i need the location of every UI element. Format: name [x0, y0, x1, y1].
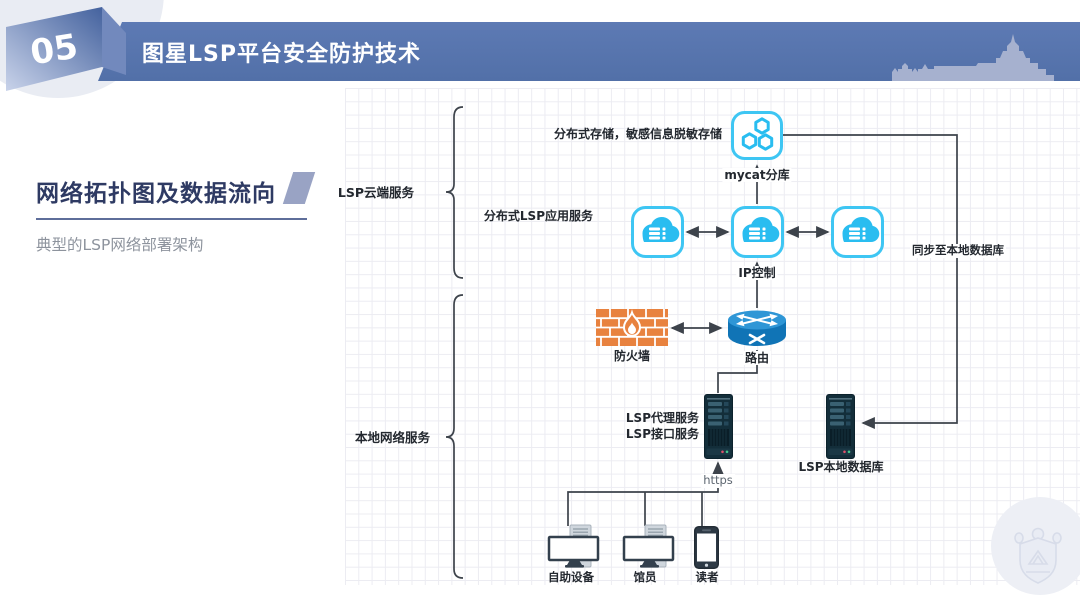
slide-title: 图星LSP平台安全防护技术: [142, 41, 421, 67]
smartphone-icon: [694, 526, 719, 569]
ip-control-label: IP控制: [736, 266, 778, 281]
group-cloud-label: LSP云端服务: [337, 185, 414, 200]
router-icon: [728, 310, 786, 346]
section-subtitle: 典型的LSP网络部署架构: [36, 236, 204, 254]
librarian-label: 馆员: [633, 570, 657, 584]
cloud-server-icon: [631, 206, 684, 258]
local-db-label: LSP本地数据库: [798, 460, 884, 474]
section-heading: 网络拓扑图及数据流向: [36, 181, 276, 207]
city-skyline-icon: [892, 34, 1054, 81]
database-server-icon: [826, 394, 855, 459]
firewall-label: 防火墙: [613, 349, 651, 363]
sync-label: 同步至本地数据库: [910, 243, 1006, 258]
proxy-service-label-1: LSP代理服务: [625, 411, 699, 425]
heading-underline: [36, 218, 307, 220]
cloud-server-icon: [831, 206, 884, 258]
chapter-badge: 05: [6, 7, 126, 91]
university-emblem-icon: [1014, 527, 1062, 584]
app-service-label: 分布式LSP应用服务: [483, 209, 593, 223]
storage-note-label: 分布式存储，敏感信息脱敏存储: [553, 127, 722, 141]
cloud-server-icon: [731, 206, 784, 258]
group-local-label: 本地网络服务: [354, 430, 430, 445]
firewall-icon: [596, 309, 668, 346]
desktop-computer-icon: [622, 524, 675, 568]
desktop-computer-icon: [547, 524, 600, 568]
router-label: 路由: [742, 351, 772, 366]
proxy-server-icon: [704, 394, 733, 459]
https-label: https: [701, 473, 735, 488]
accent-parallelogram: [282, 172, 316, 204]
grid-background: [345, 88, 1080, 585]
kiosk-label: 自助设备: [548, 570, 594, 584]
badge-number: 05: [28, 27, 81, 74]
mycat-cluster-icon: [731, 111, 783, 160]
mycat-label: mycat分库: [722, 168, 792, 183]
proxy-service-label-2: LSP接口服务: [625, 427, 699, 441]
reader-label: 读者: [695, 570, 719, 584]
